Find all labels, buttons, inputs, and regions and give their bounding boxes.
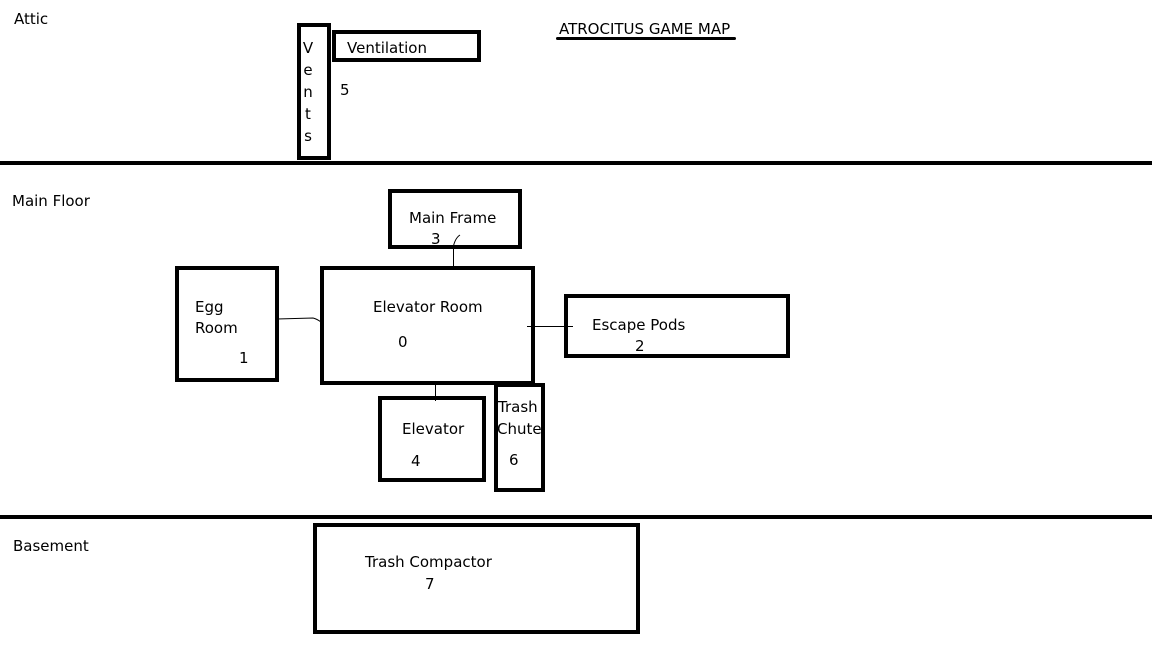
connector-mainframe-elevatorroom <box>453 246 454 268</box>
room-label-elevator: Elevator <box>402 420 465 438</box>
room-trash-compactor <box>313 523 640 634</box>
connector-mainframe-tick <box>452 234 461 249</box>
vents-letter-n: n <box>303 83 313 101</box>
room-label-ventilation: Ventilation <box>347 39 427 57</box>
room-vents <box>297 23 331 160</box>
room-number-egg-room: 1 <box>239 349 249 367</box>
room-elevator <box>378 396 486 482</box>
map-title-underline <box>556 37 736 40</box>
room-ventilation <box>332 30 481 62</box>
map-title: ATROCITUS GAME MAP <box>559 20 731 38</box>
room-number-main-frame: 3 <box>431 230 441 248</box>
floor-label-main: Main Floor <box>12 192 90 210</box>
vents-letter-s: s <box>304 127 312 145</box>
room-number-elevator-room: 0 <box>398 333 408 351</box>
room-number-escape-pods: 2 <box>635 337 645 355</box>
room-number-trash-compactor: 7 <box>425 575 435 593</box>
room-escape-pods <box>564 294 790 358</box>
room-label-trash-compactor: Trash Compactor <box>365 553 492 571</box>
connector-elevatorroom-escapepods <box>527 326 573 327</box>
room-trash-chute <box>494 383 545 492</box>
floor-divider-attic-main <box>0 161 1152 165</box>
room-label-escape-pods: Escape Pods <box>592 316 686 334</box>
room-elevator-room <box>320 266 535 385</box>
vents-letter-e: e <box>303 61 313 79</box>
room-label-egg-line1: Egg <box>195 298 224 316</box>
room-number-vents: 5 <box>340 81 350 99</box>
room-label-main-frame: Main Frame <box>409 209 497 227</box>
room-label-elevator-room: Elevator Room <box>373 298 483 316</box>
connector-eggroom-elevatorroom <box>277 317 322 323</box>
floor-label-attic: Attic <box>14 10 49 28</box>
room-egg-room <box>175 266 279 382</box>
room-number-trash-chute: 6 <box>509 451 519 469</box>
connector-elevatorroom-elevator <box>435 383 436 401</box>
room-number-elevator: 4 <box>411 452 421 470</box>
room-main-frame <box>388 189 522 249</box>
floor-divider-main-basement <box>0 515 1152 519</box>
room-label-egg-line2: Room <box>195 319 238 337</box>
vents-letter-v: V <box>302 39 314 57</box>
room-label-trash-chute-line2: Chute <box>497 420 542 438</box>
room-label-trash-chute-line1: Trash <box>498 398 538 416</box>
floor-label-basement: Basement <box>13 537 89 555</box>
vents-letter-t: t <box>305 105 311 123</box>
